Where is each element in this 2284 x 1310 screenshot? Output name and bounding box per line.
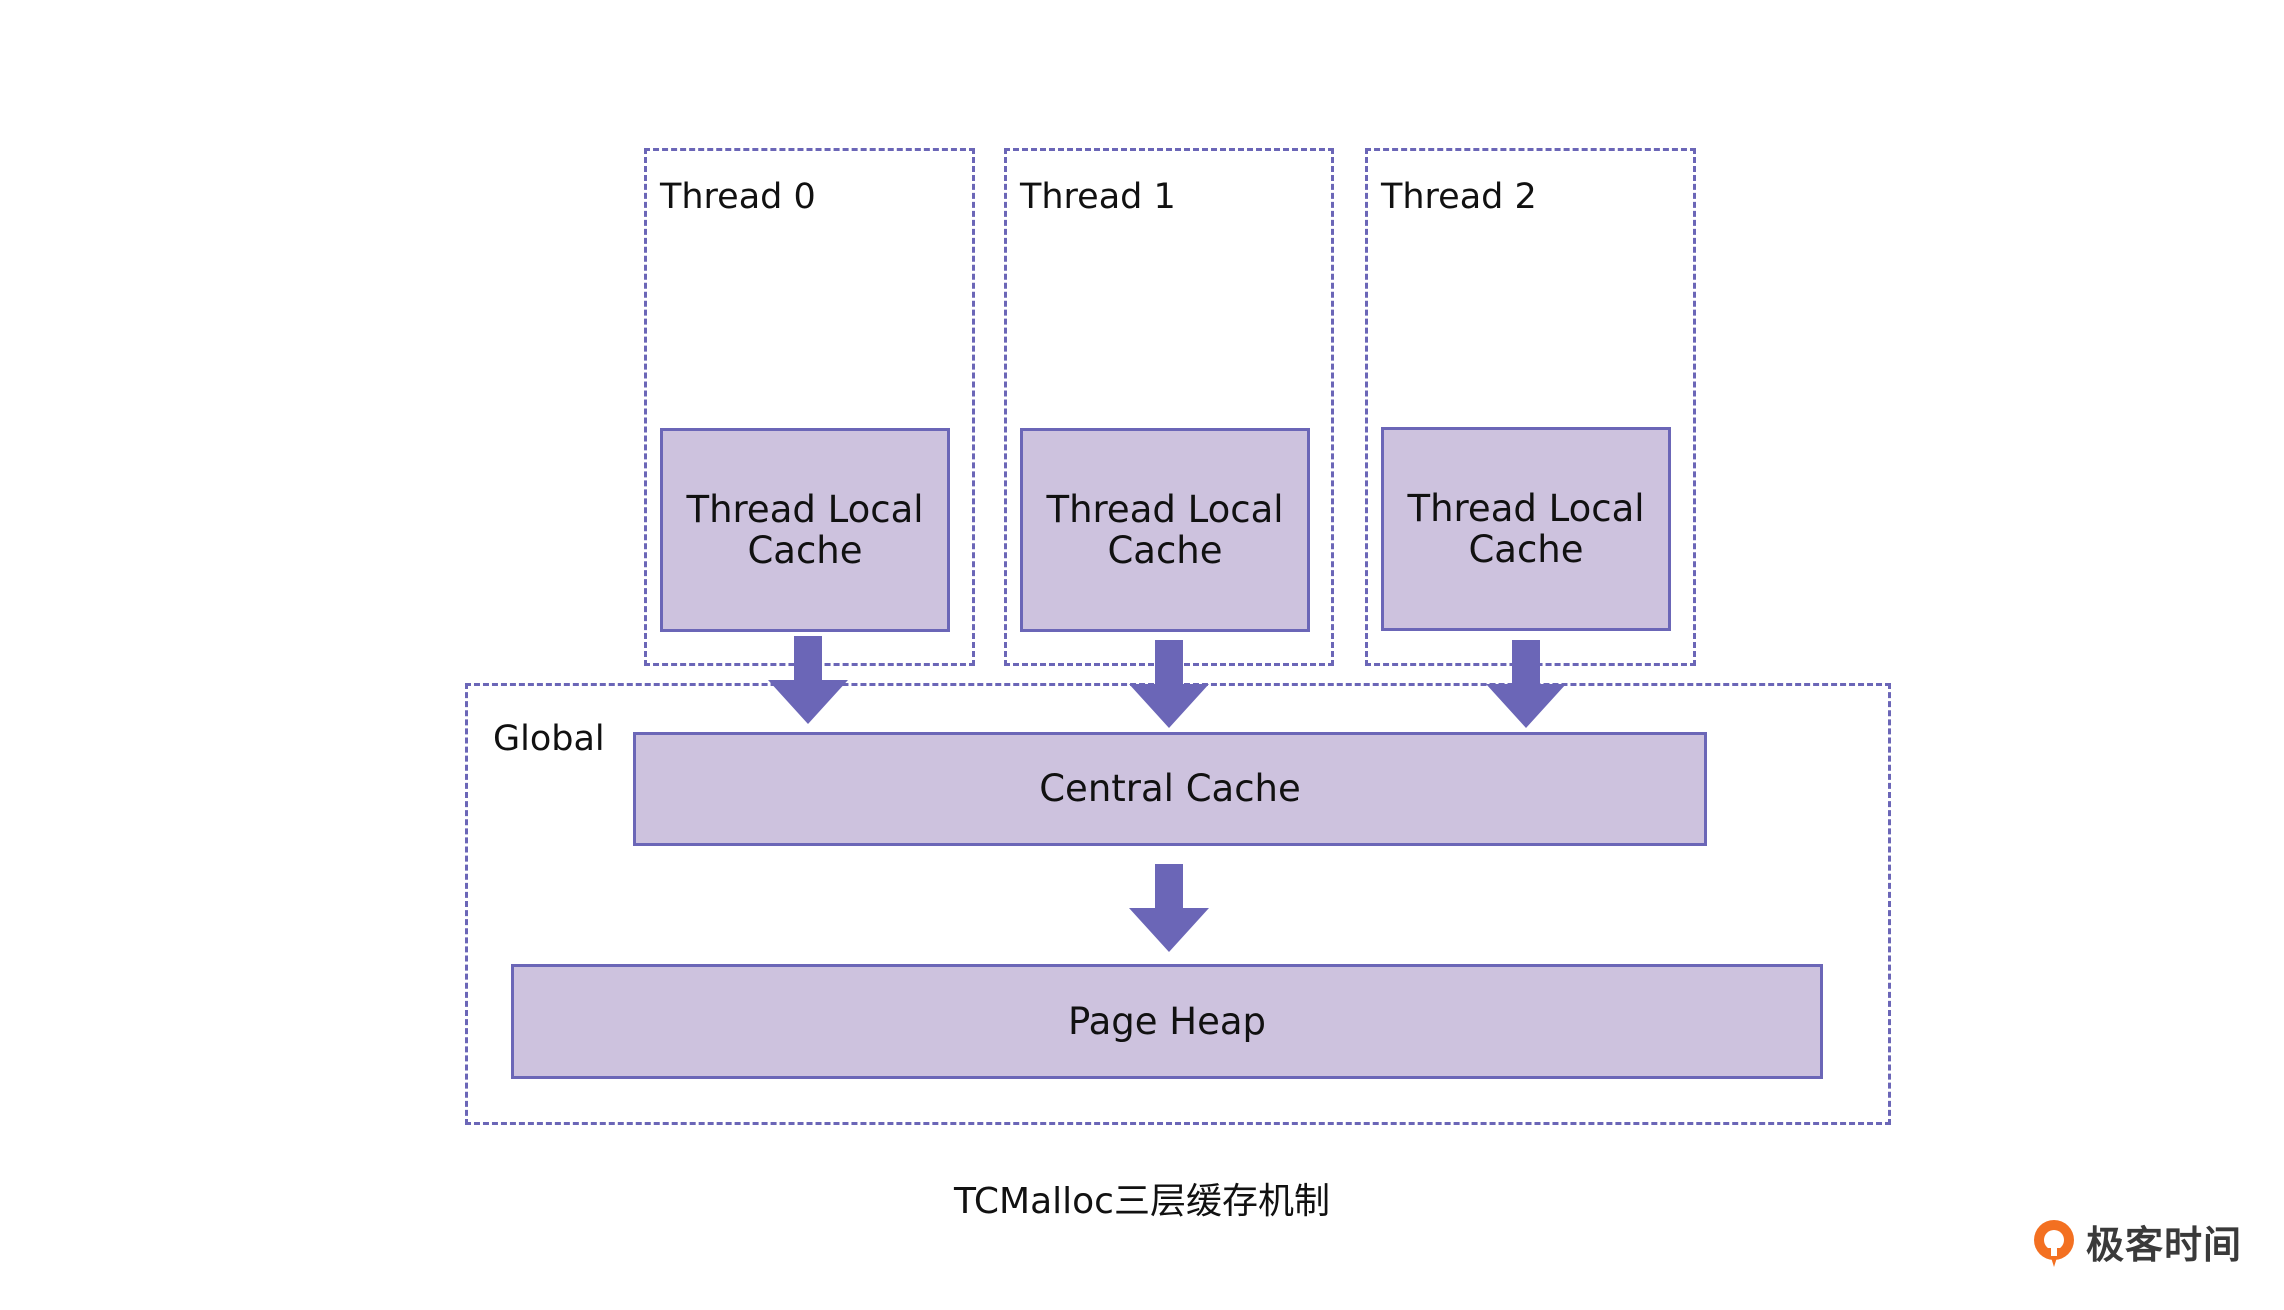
thread-0-local-cache-label: Thread Local Cache <box>686 487 924 572</box>
thread-1-label: Thread 1 <box>1020 177 1176 217</box>
central-cache-label: Central Cache <box>1039 767 1301 811</box>
thread-2-local-cache: Thread Local Cache <box>1381 427 1671 631</box>
arrow-central-to-page-heap <box>1129 864 1209 952</box>
arrow-thread-2-to-central <box>1486 640 1566 728</box>
page-heap-label: Page Heap <box>1067 999 1267 1043</box>
diagram-caption: TCMalloc三层缓存机制 <box>954 1181 1330 1222</box>
thread-0-local-cache: Thread Local Cache <box>660 428 950 632</box>
thread-2-local-cache-label: Thread Local Cache <box>1407 486 1645 571</box>
central-cache: Central Cache <box>633 732 1707 846</box>
geektime-logo-icon <box>2030 1218 2078 1272</box>
global-label: Global <box>493 719 605 759</box>
page-heap: Page Heap <box>511 964 1823 1079</box>
arrow-thread-0-to-central <box>768 636 848 724</box>
thread-0-label: Thread 0 <box>660 177 816 217</box>
thread-2-label: Thread 2 <box>1381 177 1537 217</box>
thread-1-local-cache: Thread Local Cache <box>1020 428 1310 632</box>
brand-text: 极客时间 <box>2086 1223 2243 1267</box>
arrow-thread-1-to-central <box>1129 640 1209 728</box>
brand-logo: 极客时间 <box>2030 1218 2242 1272</box>
thread-1-local-cache-label: Thread Local Cache <box>1046 487 1284 572</box>
